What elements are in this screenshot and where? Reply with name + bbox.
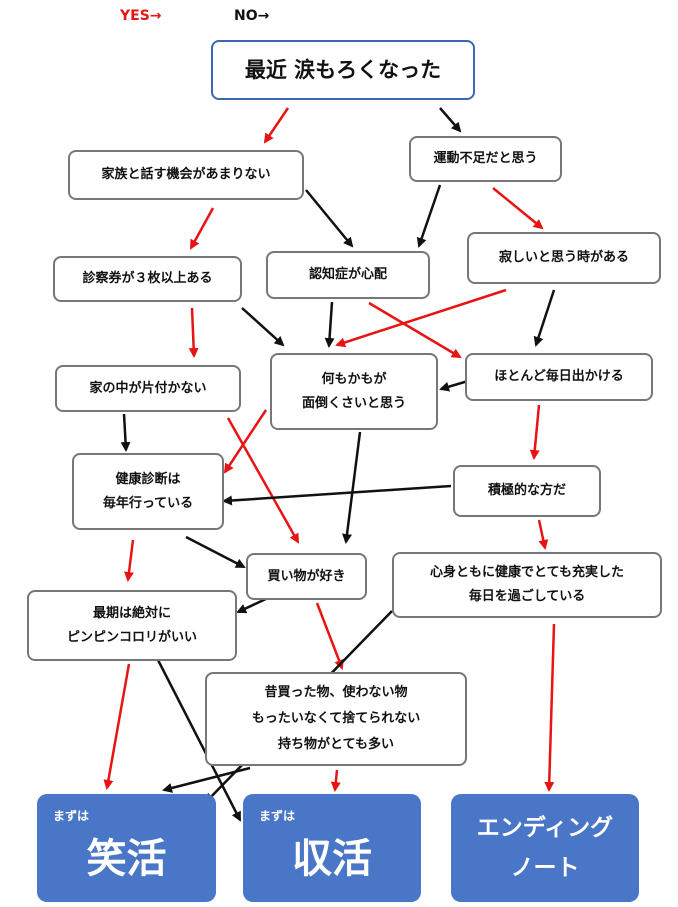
arrow-yes-lonely-bothersome <box>335 288 507 348</box>
belongings-node: 昔買った物、使わない物 もったいなくて捨てられない 持ち物がとても多い <box>205 672 467 766</box>
arrow-no-family-dementia <box>305 189 354 248</box>
result-ending-note: エンディング ノート <box>451 794 639 902</box>
result-shuukatsu: まずは 収活 <box>243 794 421 902</box>
lonely-node: 寂しいと思う時がある <box>467 232 661 284</box>
arrow-yes-checkup-pinpin <box>124 539 135 582</box>
bothersome-node: 何もかもが 面倒くさいと思う <box>270 353 438 430</box>
arrow-no-belongings-shoukatsu <box>162 766 251 793</box>
arrow-no-shopping-pinpin <box>236 596 269 614</box>
arrow-yes-tickets-messy <box>188 307 199 358</box>
arrow-yes-positive-fulfilled <box>537 519 549 550</box>
arrow-no-lonely-outing <box>533 289 556 347</box>
arrow-no-dementia-bothersome <box>324 301 335 348</box>
family-talk-node: 家族と話す機会があまりない <box>68 150 304 200</box>
exercise-node: 運動不足だと思う <box>409 136 562 182</box>
arrow-no-outing-bothersome <box>439 379 469 392</box>
arrow-yes-dementia-outing <box>368 301 462 359</box>
pinpin-node: 最期は絶対に ピンピンコロリがいい <box>27 590 237 661</box>
dementia-node: 認知症が心配 <box>266 251 430 299</box>
positive-node: 積極的な方だ <box>453 465 601 517</box>
arrow-yes-shopping-belongings <box>315 602 344 670</box>
arrow-no-positive-checkup <box>222 484 452 506</box>
checkup-node: 健康診断は 毎年行っている <box>72 453 224 530</box>
arrow-no-tickets-bothersome <box>241 307 285 347</box>
start-node: 最近 涙もろくなった <box>211 40 475 100</box>
arrow-no-exercise-dementia <box>416 184 442 248</box>
arrow-yes-exercise-lonely <box>492 187 544 230</box>
messy-house-node: 家の中が片付かない <box>55 365 241 412</box>
result-shuukatsu-label: 収活 <box>292 836 372 882</box>
arrow-yes-messy-shopping <box>226 417 300 544</box>
result-shoukatsu: まずは 笑活 <box>37 794 216 902</box>
arrow-yes-pinpin-shoukatsu <box>103 663 131 790</box>
result-ending-note-label: エンディング ノート <box>476 815 614 881</box>
result-shuukatsu-prefix: まずは <box>259 809 296 823</box>
arrow-yes-belongings-shuukatsu <box>330 769 341 792</box>
arrow-yes-start-family <box>263 107 290 144</box>
arrow-yes-family-tickets <box>189 207 215 250</box>
arrow-yes-outing-positive <box>529 404 541 460</box>
arrow-no-bothersome-shopping <box>342 431 362 544</box>
result-shoukatsu-label: 笑活 <box>86 836 167 882</box>
fulfilled-node: 心身ともに健康でとても充実した 毎日を過ごしている <box>392 552 662 618</box>
shopping-node: 買い物が好き <box>246 553 367 600</box>
arrow-no-pinpin-shuukatsu <box>156 659 242 822</box>
arrow-no-start-exercise <box>439 107 462 133</box>
arrow-no-checkup-shopping <box>185 535 246 569</box>
outing-node: ほとんど毎日出かける <box>465 353 653 401</box>
arrow-yes-bothersome-checkup <box>223 409 268 474</box>
arrow-no-messy-checkup <box>120 413 131 452</box>
result-shoukatsu-prefix: まずは <box>53 809 90 823</box>
arrow-yes-fulfilled-endingnote <box>544 623 556 792</box>
no-legend: NO→ <box>234 8 270 24</box>
tickets-node: 診察券が３枚以上ある <box>53 256 242 302</box>
yes-legend: YES→ <box>120 8 162 24</box>
